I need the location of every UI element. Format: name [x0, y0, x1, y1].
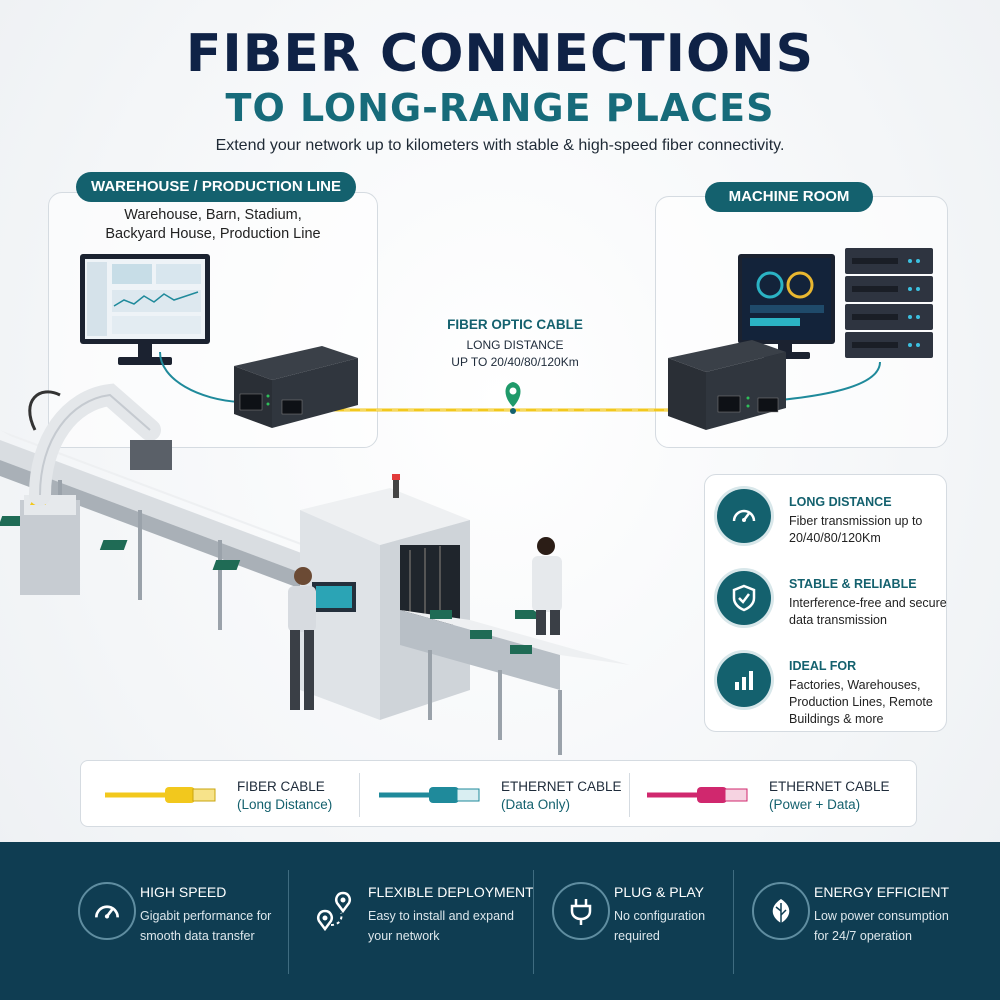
cable-sub: (Long Distance)	[237, 797, 333, 812]
ethernet-poe-cable-icon	[647, 787, 748, 803]
cable-sub: (Data Only)	[501, 797, 571, 812]
benefit-title: ENERGY EFFICIENT	[814, 884, 950, 900]
fiber-cable-distance: LONG DISTANCE UP TO 20/40/80/120Km	[400, 337, 630, 371]
benefit-desc: Easy to install and expand your network	[368, 909, 514, 943]
benefit-desc: Low power consumption for 24/7 operation	[814, 909, 949, 943]
feature-title: STABLE & RELIABLE	[789, 577, 917, 591]
benefit-plug-play: PLUG & PLAY No configuration required	[552, 882, 732, 962]
machine-room-label: MACHINE ROOM	[705, 182, 873, 212]
benefit-title: PLUG & PLAY	[614, 884, 705, 900]
divider	[288, 870, 289, 974]
divider	[629, 773, 630, 817]
feature-title: IDEAL FOR	[789, 659, 857, 673]
cable-title: ETHERNET CABLE	[769, 779, 890, 794]
benefit-desc: No configuration required	[614, 909, 706, 943]
benefit-title: HIGH SPEED	[140, 884, 227, 900]
tagline: Extend your network up to kilometers wit…	[215, 137, 785, 154]
route-pin-icon	[306, 882, 364, 940]
warehouse-desc-line2: Backyard House, Production Line	[105, 226, 321, 242]
fiber-cable-label: FIBER OPTIC CABLE	[447, 317, 583, 332]
footer-benefits: HIGH SPEED Gigabit performance for smoot…	[0, 842, 1000, 1000]
server-rack	[845, 248, 933, 358]
fiber-cable-icon	[105, 787, 216, 803]
network-illustration	[0, 248, 933, 755]
speedometer-icon	[78, 882, 136, 940]
warehouse-desc-line1: Warehouse, Barn, Stadium,	[124, 207, 302, 223]
divider	[733, 870, 734, 974]
fiber-distance-line1: LONG DISTANCE	[466, 338, 564, 352]
cable-legend: FIBER CABLE (Long Distance) ETHERNET CAB…	[80, 760, 917, 827]
page-subtitle: TO LONG-RANGE PLACES	[225, 86, 775, 130]
cable-title: FIBER CABLE	[237, 779, 325, 794]
feature-desc: Fiber transmission up to 20/40/80/120Km	[789, 514, 923, 545]
worker-inspector	[532, 537, 562, 635]
conveyor-belt-right	[400, 610, 630, 755]
feature-desc: Factories, Warehouses, Production Lines,…	[789, 678, 933, 726]
left-media-converter	[234, 346, 358, 428]
fiber-distance-line2: UP TO 20/40/80/120Km	[451, 355, 579, 369]
benefit-flexible-deployment: FLEXIBLE DEPLOYMENT Easy to install and …	[306, 882, 534, 962]
leaf-icon	[752, 882, 810, 940]
shield-check-icon	[717, 571, 771, 625]
robot-arm	[20, 383, 172, 595]
cable-legend-fiber: FIBER CABLE (Long Distance)	[105, 761, 355, 828]
feature-title: LONG DISTANCE	[789, 495, 892, 509]
benefit-high-speed: HIGH SPEED Gigabit performance for smoot…	[78, 882, 278, 962]
divider	[359, 773, 360, 817]
right-monitor	[738, 254, 835, 359]
location-pin-icon	[505, 382, 521, 414]
right-ethernet-cable	[779, 361, 881, 401]
feature-desc: Interference-free and secure data transm…	[789, 596, 947, 627]
right-media-converter	[668, 340, 786, 430]
bar-chart-icon	[717, 653, 771, 707]
worker-operator	[288, 567, 316, 710]
cable-sub: (Power + Data)	[769, 797, 861, 812]
benefit-energy-efficient: ENERGY EFFICIENT Low power consumption f…	[752, 882, 972, 962]
cable-legend-ethernet-data: ETHERNET CABLE (Data Only)	[379, 761, 629, 828]
benefit-title: FLEXIBLE DEPLOYMENT	[368, 884, 534, 900]
plug-icon	[552, 882, 610, 940]
left-monitor	[80, 254, 210, 365]
benefit-desc: Gigabit performance for smooth data tran…	[140, 909, 272, 943]
cable-legend-ethernet-poe: ETHERNET CABLE (Power + Data)	[647, 761, 907, 828]
inspection-machine	[300, 474, 470, 720]
divider	[533, 870, 534, 974]
features-panel: LONG DISTANCE Fiber transmission up to 2…	[704, 474, 947, 732]
cable-title: ETHERNET CABLE	[501, 779, 622, 794]
speedometer-icon	[717, 489, 771, 543]
left-ethernet-cable	[159, 351, 241, 403]
page-title: FIBER CONNECTIONS	[185, 24, 815, 84]
conveyor-belt	[0, 430, 330, 630]
warehouse-label: WAREHOUSE / PRODUCTION LINE	[76, 172, 356, 202]
ethernet-cable-icon	[379, 787, 480, 803]
